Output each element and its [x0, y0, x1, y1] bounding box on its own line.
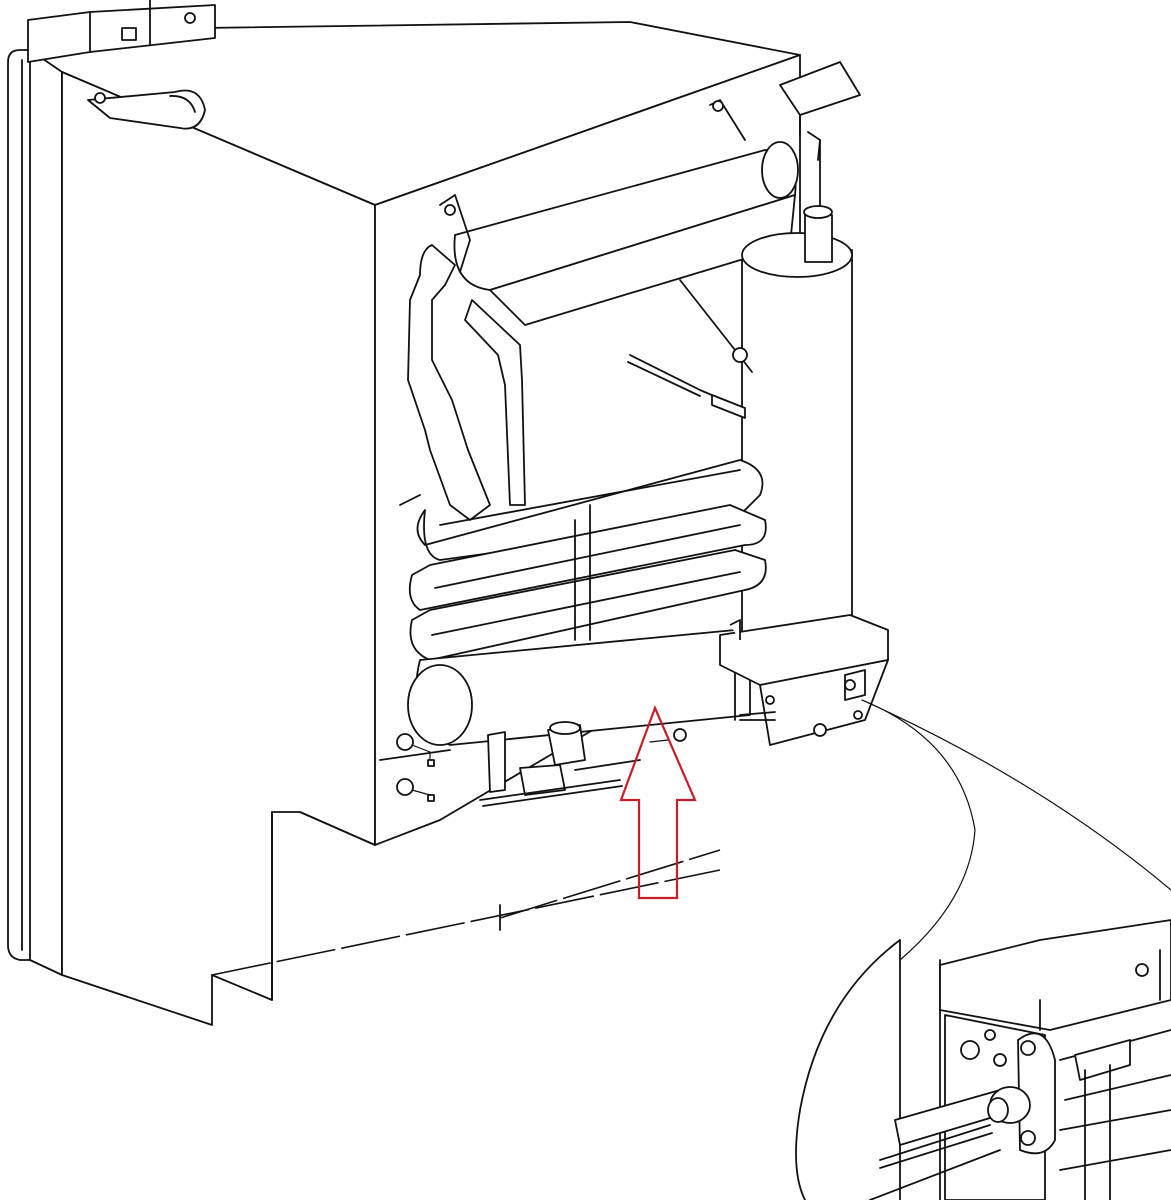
burner-box	[719, 614, 889, 746]
electrical-terminals	[379, 733, 451, 802]
thermostat-sensor	[627, 279, 753, 419]
reservoir-cylinder	[407, 629, 751, 746]
gas-valve-assembly	[479, 721, 687, 807]
condenser	[439, 99, 799, 326]
refrigerant-piping	[399, 244, 526, 521]
detail-inset	[795, 919, 1171, 1200]
evaporator-coils	[408, 459, 767, 661]
detail-leader-lines	[861, 699, 1171, 961]
highlight-arrow	[619, 705, 697, 900]
